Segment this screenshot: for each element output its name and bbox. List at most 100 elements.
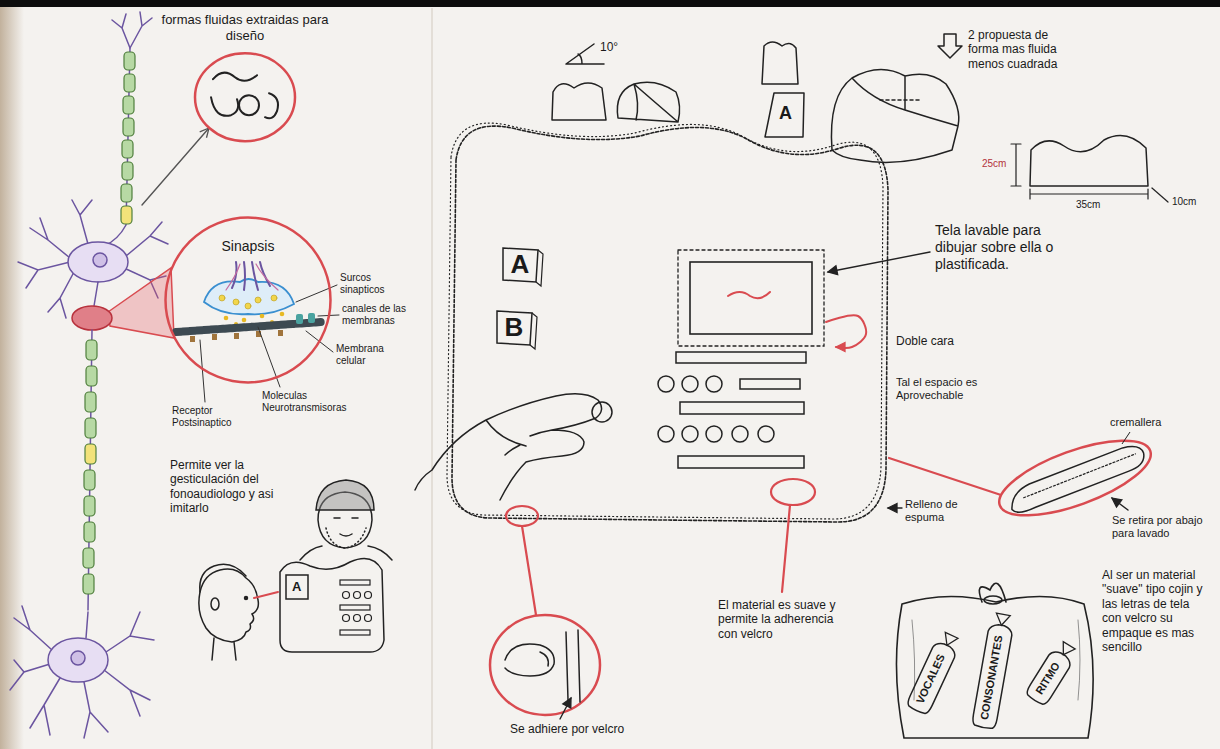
circle-heading: Sinapsis bbox=[164, 238, 332, 255]
design-note: Tela lavable para dibujar sobre ella o p… bbox=[935, 222, 1085, 272]
shape-studies bbox=[552, 34, 1168, 202]
myelin-sheath bbox=[121, 184, 132, 202]
myelin-sheath bbox=[83, 574, 94, 594]
velcro-detail-circle bbox=[490, 615, 600, 715]
dimension-line bbox=[1030, 189, 1148, 199]
myelin-sheath bbox=[84, 496, 95, 516]
letter-bag: VOCALES bbox=[904, 627, 964, 717]
arrowhead bbox=[563, 698, 571, 708]
myelin-sheath bbox=[122, 162, 133, 180]
letter-tile-edge bbox=[530, 313, 537, 349]
receptors bbox=[212, 334, 217, 340]
bag-knot bbox=[940, 632, 957, 648]
pointer-arrow bbox=[1112, 498, 1128, 510]
myelin-sheath bbox=[121, 52, 135, 224]
fluid-form-stroke bbox=[239, 95, 259, 115]
neurotransmitter-dots bbox=[280, 312, 285, 317]
letter-bag: RITMO bbox=[1023, 636, 1082, 708]
fluid-form-strokes bbox=[211, 73, 278, 119]
vesicles bbox=[271, 295, 277, 301]
myelin-sheath bbox=[124, 74, 135, 92]
letter-tile: B bbox=[496, 310, 533, 346]
board-controls bbox=[658, 426, 674, 442]
mini-controls bbox=[340, 630, 370, 635]
bag-knot bbox=[994, 613, 1010, 626]
board-sketch bbox=[447, 123, 883, 519]
design-note: Se retira por abajo para lavado bbox=[1112, 514, 1212, 540]
vesicles bbox=[245, 303, 251, 309]
myelin-sheath bbox=[83, 340, 97, 594]
angle-label: 10° bbox=[600, 40, 618, 54]
myelin-sheath bbox=[84, 470, 95, 490]
storage-bag bbox=[896, 596, 1093, 738]
membrane-channels bbox=[308, 313, 315, 323]
neurotransmitter-dots bbox=[260, 314, 265, 319]
part-label: Moleculas Neurotransmisoras bbox=[262, 390, 360, 414]
mini-controls bbox=[340, 605, 370, 610]
design-note: Se adhiere por velcro bbox=[510, 722, 624, 736]
design-note: El material es suave y permite la adhere… bbox=[718, 598, 843, 641]
synapse-callout-wedge bbox=[108, 268, 174, 338]
myelin-sheath bbox=[84, 522, 95, 542]
drawing-screen bbox=[690, 262, 812, 334]
pointer-arrow bbox=[828, 252, 930, 272]
bag-knot bbox=[1057, 642, 1075, 659]
letter-bag-outline bbox=[905, 640, 957, 715]
board-controls bbox=[676, 352, 806, 363]
idea-circle: formas fluidas extraidas para diseño bbox=[155, 12, 335, 143]
arrowhead bbox=[828, 266, 838, 275]
zipper-detail bbox=[1023, 454, 1137, 498]
idea-circle-outline bbox=[195, 53, 295, 141]
receptors bbox=[190, 336, 195, 342]
storage-bag bbox=[984, 596, 1002, 604]
myelin-sheath bbox=[83, 548, 94, 568]
letter-bag: CONSONANTES bbox=[970, 609, 1016, 731]
board-controls bbox=[706, 376, 722, 392]
receptors bbox=[234, 333, 239, 339]
red-callouts bbox=[490, 458, 1001, 715]
design-note: Permite ver la gesticulación del fonoaud… bbox=[170, 458, 292, 516]
pointer-arrows bbox=[142, 128, 1128, 719]
design-note: Doble cara bbox=[896, 334, 956, 348]
part-label: Receptor Postsinaptico bbox=[172, 405, 252, 429]
design-note: 2 propuesta de forma mas fluida menos cu… bbox=[968, 28, 1068, 71]
myelin-sheath bbox=[86, 340, 97, 360]
fluid-form-stroke bbox=[213, 73, 257, 81]
board-controls bbox=[592, 352, 806, 468]
paper bbox=[431, 8, 433, 749]
sight-line bbox=[254, 592, 278, 598]
board-controls bbox=[658, 376, 674, 392]
shape-studies bbox=[617, 82, 679, 122]
letter-tile-outline bbox=[497, 311, 532, 345]
dimension-label: 25cm bbox=[982, 158, 1006, 170]
neuron-sketch bbox=[48, 638, 108, 682]
neurotransmitter-dots bbox=[242, 318, 247, 323]
velcro-detail bbox=[505, 644, 554, 676]
circle-heading: formas fluidas extraidas para diseño bbox=[155, 12, 335, 43]
board-sketch bbox=[415, 123, 888, 522]
mini-controls bbox=[340, 580, 370, 585]
part-label: Relleno de espuma bbox=[905, 498, 985, 524]
myelin-sheath bbox=[121, 206, 132, 224]
synapse-spot bbox=[72, 306, 112, 330]
synapse-illustration bbox=[226, 264, 278, 290]
mini-controls bbox=[343, 615, 350, 622]
board-controls bbox=[758, 426, 774, 442]
zipper-leader bbox=[1122, 432, 1130, 444]
mini-controls bbox=[343, 592, 350, 599]
red-callouts bbox=[506, 506, 538, 526]
letter-tile-edge bbox=[536, 250, 543, 286]
letter-tile-outline bbox=[503, 248, 538, 282]
neuron-sketch bbox=[94, 282, 98, 306]
red-callouts bbox=[889, 458, 1001, 495]
paper bbox=[0, 0, 24, 749]
therapy-scene bbox=[326, 528, 366, 548]
dimension-line bbox=[1152, 188, 1168, 202]
paper bbox=[0, 0, 1220, 7]
tile-letter: A bbox=[511, 249, 530, 280]
down-arrow bbox=[938, 34, 962, 58]
velcro-detail bbox=[540, 652, 548, 666]
